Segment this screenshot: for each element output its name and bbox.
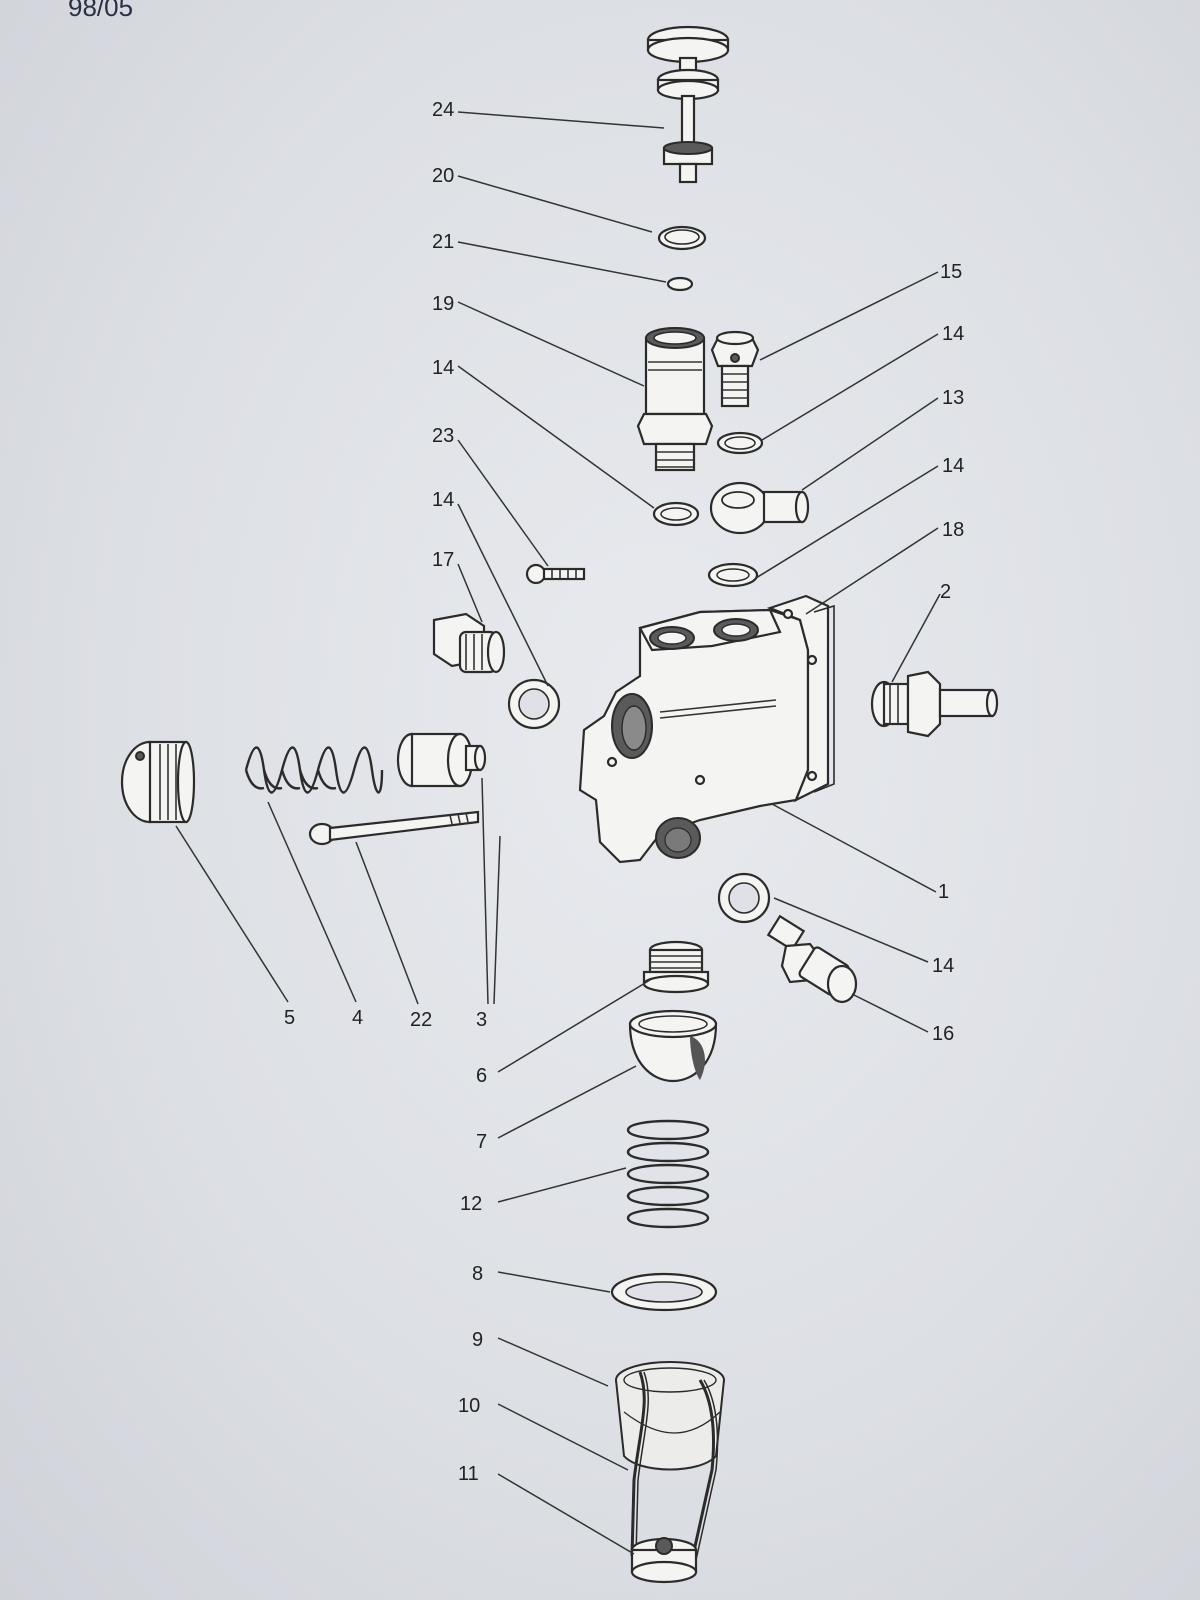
part-20-drawing <box>657 225 707 251</box>
callout-12: 12 <box>460 1193 482 1215</box>
part-5-drawing <box>120 740 196 824</box>
part-2-drawing <box>870 670 999 738</box>
callout-5: 5 <box>284 1007 295 1029</box>
part-1-pump-body <box>578 594 830 864</box>
callout-4: 4 <box>352 1007 363 1029</box>
callout-labels: 24 20 21 19 15 14 14 13 23 14 14 18 17 2… <box>284 99 964 1485</box>
part-23-drawing <box>525 563 586 585</box>
callout-1: 1 <box>938 881 949 903</box>
callout-11: 11 <box>458 1463 479 1485</box>
callout-14-left: 14 <box>432 357 454 379</box>
part-14-washer-3 <box>707 562 759 588</box>
part-12-spring <box>626 1119 710 1229</box>
callout-15: 15 <box>940 261 962 283</box>
callout-20: 20 <box>432 165 454 187</box>
part-15-drawing <box>710 330 760 408</box>
part-22-screw <box>308 810 480 846</box>
part-24-drawing <box>646 25 730 184</box>
callout-16: 16 <box>932 1023 954 1045</box>
callout-18: 18 <box>942 519 964 541</box>
callout-13: 13 <box>942 387 964 409</box>
callout-19: 19 <box>432 293 454 315</box>
callout-24: 24 <box>432 99 454 121</box>
part-14-washer-5 <box>717 872 771 924</box>
part-18-gasket <box>813 604 835 793</box>
callout-14-lower-right: 14 <box>932 955 954 977</box>
leader-lines <box>175 111 941 1555</box>
part-4-spring <box>244 746 384 794</box>
callout-14-mid-right: 14 <box>942 455 964 477</box>
callout-9: 9 <box>472 1329 483 1351</box>
callout-14-mid-left: 14 <box>432 489 454 511</box>
callout-7: 7 <box>476 1131 487 1153</box>
part-13-drawing <box>709 481 810 535</box>
callout-22: 22 <box>410 1009 432 1031</box>
part-7-strainer <box>628 1009 718 1083</box>
part-9-glass-bowl <box>615 1361 725 1471</box>
part-3-piston <box>396 732 487 788</box>
part-14-washer-4 <box>507 678 561 730</box>
part-14-washer-1 <box>716 431 764 455</box>
part-19-drawing <box>636 327 714 472</box>
callout-10: 10 <box>458 1395 480 1417</box>
callout-6: 6 <box>476 1065 487 1087</box>
callout-21: 21 <box>432 231 454 253</box>
part-16-drawing <box>766 914 858 1004</box>
callout-8: 8 <box>472 1263 483 1285</box>
part-14-washer-2 <box>652 501 700 527</box>
part-17-drawing <box>432 612 506 674</box>
part-8-gasket <box>610 1272 718 1312</box>
callout-14-upper: 14 <box>942 323 964 345</box>
callout-3: 3 <box>476 1009 487 1031</box>
part-10-bail <box>630 1371 719 1561</box>
callout-23: 23 <box>432 425 454 447</box>
callout-2: 2 <box>940 581 951 603</box>
callout-17: 17 <box>432 549 454 571</box>
part-21-drawing <box>666 276 694 292</box>
page-number: 98/05 <box>68 0 133 22</box>
part-11-nut <box>630 1537 698 1584</box>
part-6-drawing <box>642 940 710 994</box>
